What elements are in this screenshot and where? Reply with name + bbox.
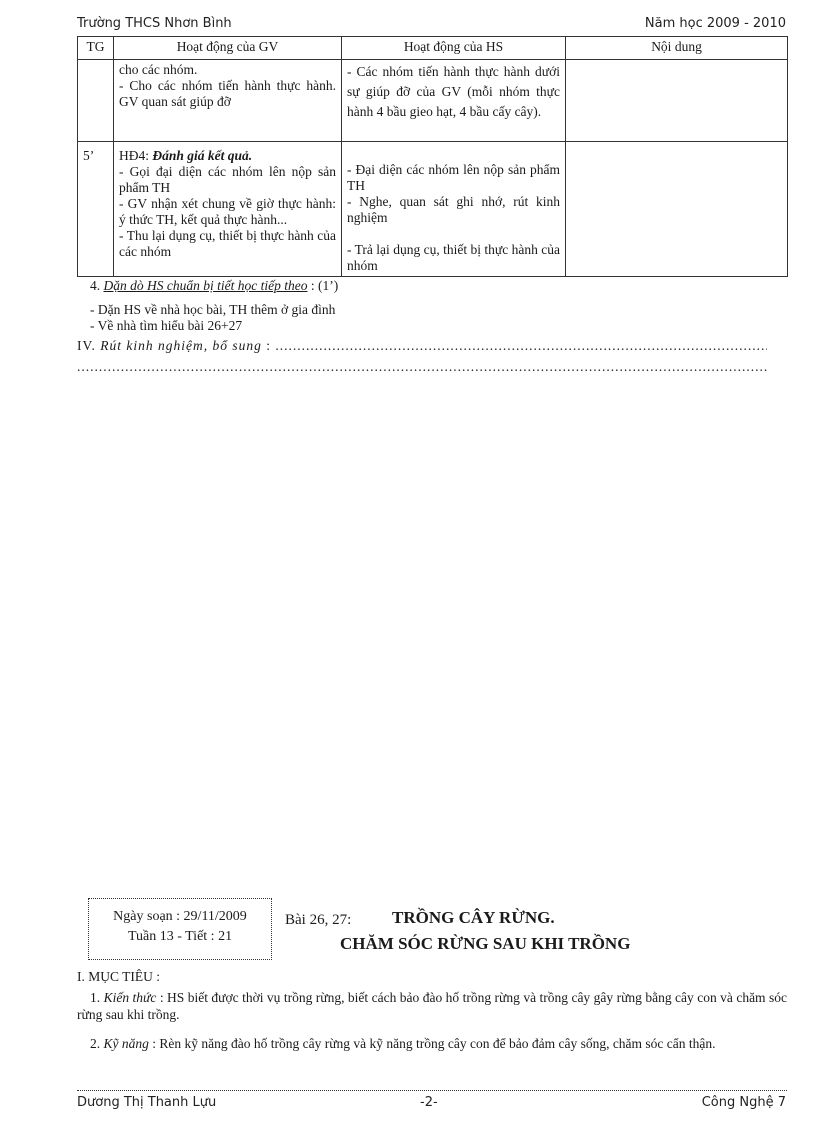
hs-line: - Trả lại dụng cụ, thiết bị thực hành củ… xyxy=(347,242,560,273)
column-header-hs: Hoạt động của HS xyxy=(341,36,566,60)
table-row: 5’ HĐ4: Đánh giá kết quả. - Gọi đại diện… xyxy=(77,141,788,277)
cell-tg: 5’ xyxy=(77,141,114,277)
gv-line: - Gọi đại diện các nhóm lên nộp sản phẩm… xyxy=(119,164,336,195)
cell-content xyxy=(565,59,788,142)
lesson-title-line2: CHĂM SÓC RỪNG SAU KHI TRỒNG xyxy=(340,934,631,953)
gv-line: cho các nhóm. xyxy=(119,62,198,77)
objective-knowledge: 1. Kiến thức : HS biết được thời vụ trồn… xyxy=(77,990,787,1022)
footer-subject: Công Nghệ 7 xyxy=(701,1095,786,1110)
table-row: cho các nhóm. - Cho các nhóm tiến hành t… xyxy=(77,59,788,142)
fill-dots: ........................................… xyxy=(275,338,767,353)
week-period: Tuần 13 - Tiết : 21 xyxy=(127,929,233,944)
homework-item: - Về nhà tìm hiểu bài 26+27 xyxy=(90,318,243,333)
homework-heading: 4. Dặn dò HS chuẩn bị tiết học tiếp theo… xyxy=(90,278,339,293)
activity-title: HĐ4: Đánh giá kết quả. xyxy=(119,148,253,163)
column-header-tg: TG xyxy=(77,36,114,60)
gv-line: - Cho các nhóm tiến hành thực hành. GV q… xyxy=(119,78,336,109)
footer-divider xyxy=(77,1090,787,1091)
hs-line: - Các nhóm tiến hành thực hành dưới sự g… xyxy=(347,64,560,119)
review-line: IV. Rút kinh nghiệm, bổ sung : .........… xyxy=(77,337,767,354)
column-header-gv: Hoạt động của GV xyxy=(113,36,342,60)
lesson-number: Bài 26, 27: xyxy=(285,912,352,928)
objective-skills: 2. Kỹ năng : Rèn kỹ năng đào hố trồng câ… xyxy=(90,1036,716,1051)
footer-author: Dương Thị Thanh Lựu xyxy=(77,1095,217,1110)
cell-gv: cho các nhóm. - Cho các nhóm tiến hành t… xyxy=(113,59,342,142)
hs-line: - Nghe, quan sát ghi nhớ, rút kinh nghiệ… xyxy=(347,194,560,225)
lesson-info-box: Ngày soạn : 29/11/2009 Tuần 13 - Tiết : … xyxy=(88,898,272,960)
cell-content xyxy=(565,141,788,277)
activity-table: TG Hoạt động của GV Hoạt động của HS Nội… xyxy=(77,36,788,277)
school-year: Năm học 2009 - 2010 xyxy=(644,16,786,31)
objectives-heading: I. MỤC TIÊU : xyxy=(77,969,160,984)
prep-date: Ngày soạn : 29/11/2009 xyxy=(113,909,247,924)
hs-line: - Đại diện các nhóm lên nộp sản phẩm TH xyxy=(347,162,560,193)
cell-hs: - Các nhóm tiến hành thực hành dưới sự g… xyxy=(341,59,566,142)
gv-line: - Thu lại dụng cụ, thiết bị thực hành củ… xyxy=(119,228,336,259)
lesson-title-line1: TRỒNG CÂY RỪNG. xyxy=(392,908,555,927)
table-header-row: TG Hoạt động của GV Hoạt động của HS Nội… xyxy=(77,36,788,60)
cell-hs: - Đại diện các nhóm lên nộp sản phẩm TH … xyxy=(341,141,566,277)
cell-tg xyxy=(77,59,114,142)
hs-line xyxy=(347,226,560,242)
gv-line: - GV nhận xét chung về giờ thực hành: ý … xyxy=(119,196,336,227)
cell-gv: HĐ4: Đánh giá kết quả. - Gọi đại diện cá… xyxy=(113,141,342,277)
review-fill-line: ........................................… xyxy=(77,359,767,374)
school-name: Trường THCS Nhơn Bình xyxy=(77,16,232,31)
homework-item: - Dặn HS về nhà học bài, TH thêm ở gia đ… xyxy=(90,302,336,317)
footer-page-number: -2- xyxy=(420,1095,438,1110)
column-header-content: Nội dung xyxy=(565,36,788,60)
